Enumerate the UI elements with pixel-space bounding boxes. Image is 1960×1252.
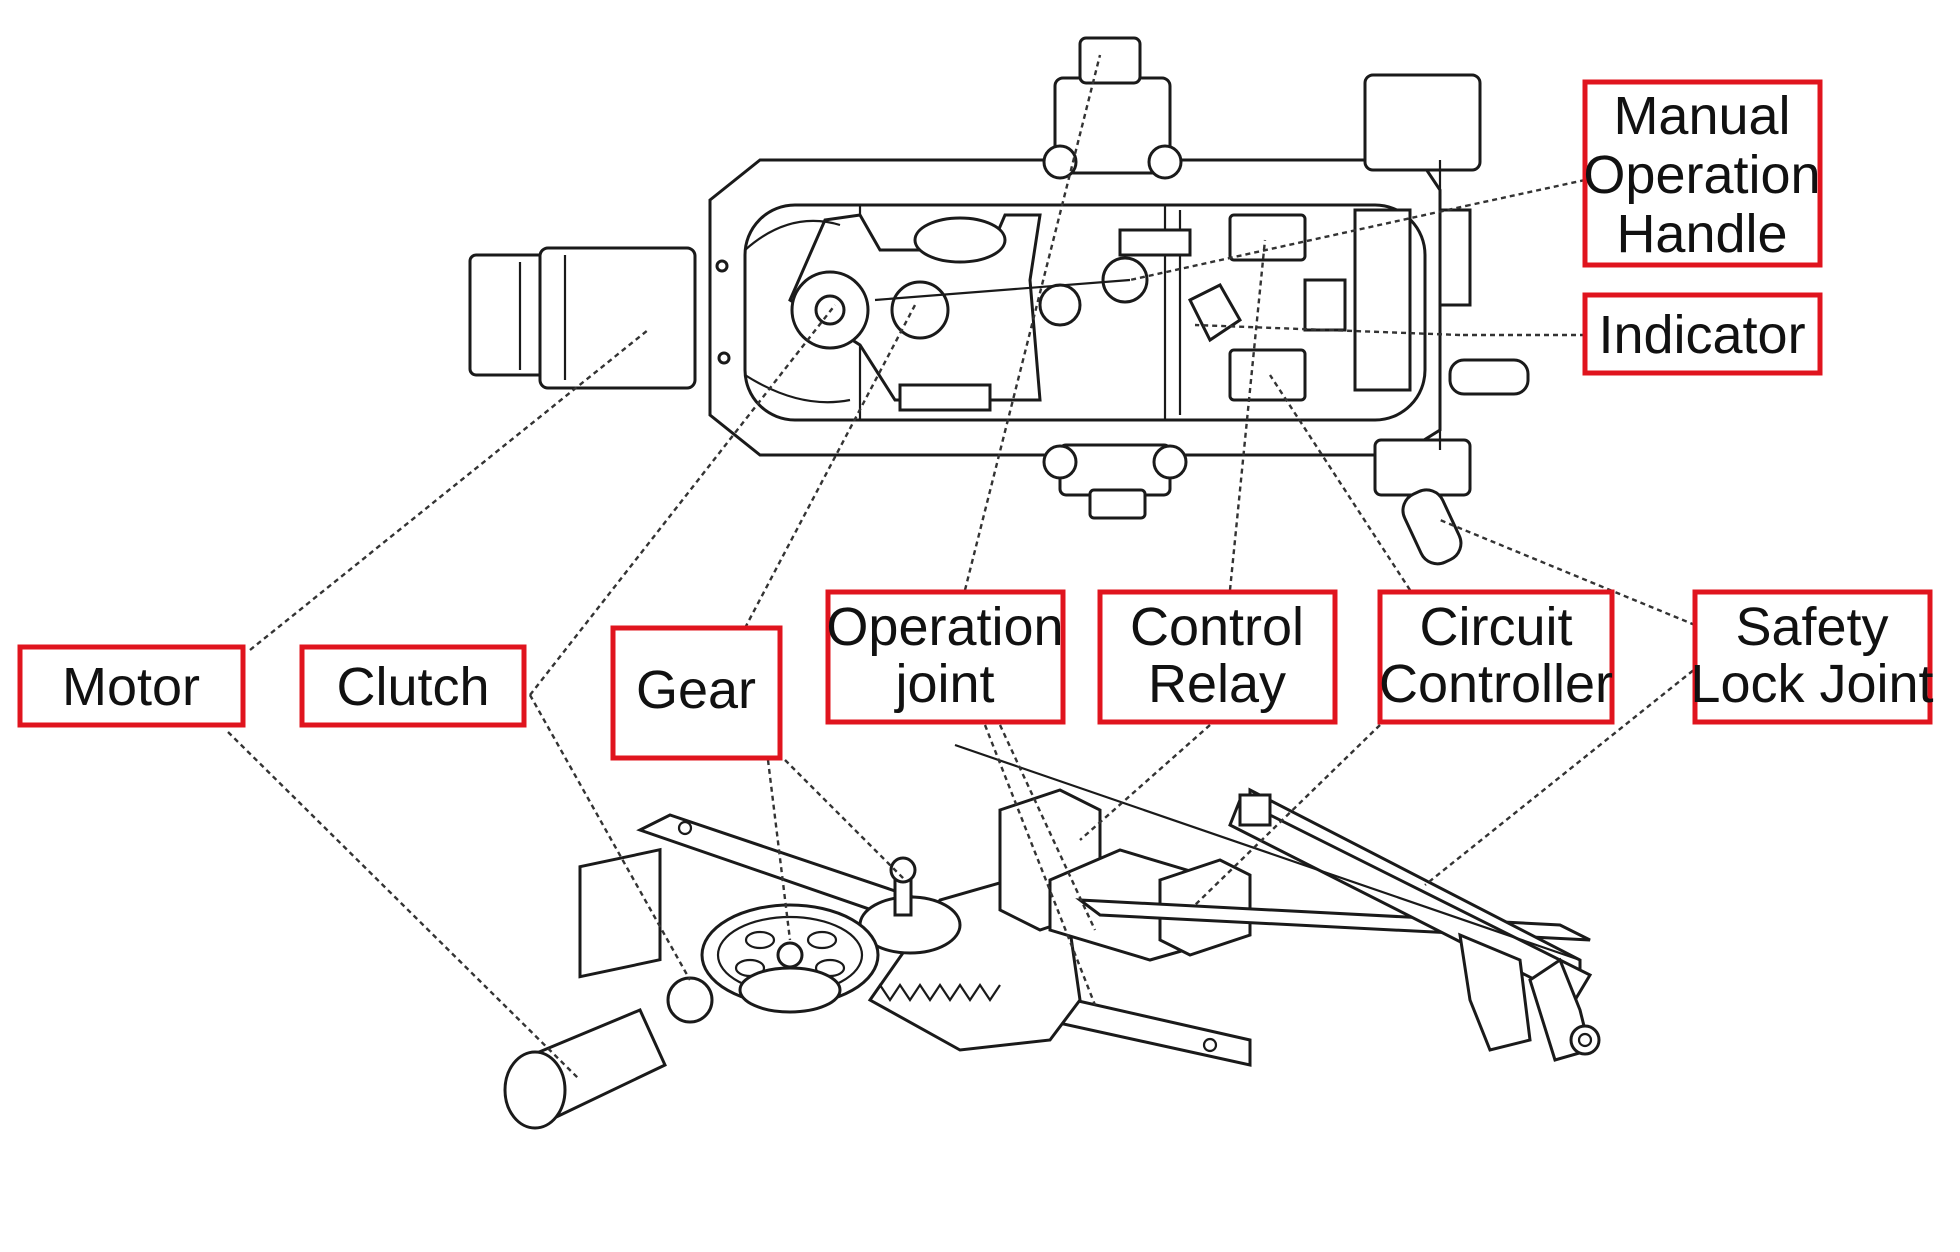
label-circuit-controller: Circuit Controller [1377,589,1615,725]
top-view-drawing [468,36,1530,566]
label-text-line: Operation [1583,145,1820,205]
label-text-line: Relay [1148,654,1286,714]
isometric-view-drawing [503,743,1601,1130]
label-text-line: Circuit [1419,597,1572,657]
label-text-line: Manual [1613,86,1790,146]
label-safety-lock-joint: Safety Lock Joint [1690,589,1934,725]
label-text-line: Operation [826,597,1063,657]
label-text-line: Handle [1616,204,1787,264]
label-text-line: Safety [1735,597,1888,657]
label-gear: Gear [610,625,783,761]
label-text-line: Controller [1379,654,1613,714]
label-operation-joint: Operation joint [825,589,1066,725]
label-motor: Motor [17,644,246,728]
leader-lines [227,54,1701,1081]
label-text-line: Lock Joint [1690,654,1933,714]
label-text-line: Control [1130,597,1304,657]
label-text-line: joint [893,654,994,714]
label-manual-operation-handle: Manual Operation Handle [1582,79,1823,268]
label-text-line: Clutch [336,657,489,717]
label-indicator: Indicator [1582,292,1823,376]
label-text-line: Gear [636,660,756,720]
label-text-line: Indicator [1598,305,1805,365]
label-control-relay: Control Relay [1097,589,1338,725]
label-clutch: Clutch [299,644,527,728]
label-text-line: Motor [62,657,200,717]
